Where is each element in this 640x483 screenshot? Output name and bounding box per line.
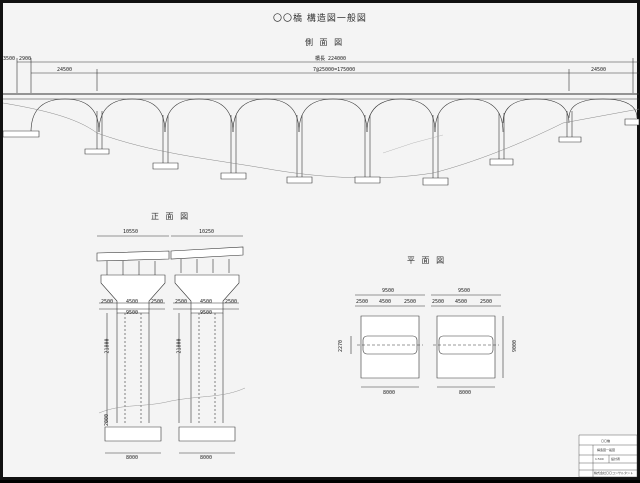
footing-2 [153, 163, 178, 169]
front-left-d3: 2500 [151, 299, 164, 305]
side-view-drawing [3, 3, 640, 203]
pier-3 [231, 115, 236, 173]
title-block-frame [3, 3, 640, 483]
front-left-d1: 2500 [101, 299, 114, 305]
front-right-mid: 9500 [200, 310, 213, 316]
front-footing-right [179, 427, 235, 441]
tb-company: 株式会社〇〇コンサルタント [594, 471, 634, 475]
front-left-base: 8000 [126, 455, 139, 461]
plan-right-d3: 2500 [480, 299, 493, 305]
footing-8 [559, 137, 581, 142]
front-footing-left [105, 427, 161, 441]
tb-designer: 設計者 [611, 457, 621, 461]
plan-view-label: 平 面 図 [407, 256, 447, 265]
dim-span-left: 24500 [57, 67, 73, 73]
front-right-d1: 2500 [175, 299, 188, 305]
tb-bridge-name: 〇〇橋 [601, 439, 611, 443]
abutment-left [3, 131, 39, 137]
pier-6 [433, 115, 438, 178]
footing-5 [355, 177, 380, 183]
footing-6 [423, 178, 448, 185]
abutment-right [625, 119, 639, 125]
dim-total-length: 橋長 224000 [315, 56, 347, 62]
front-right-base: 8000 [200, 455, 213, 461]
ground-profile [3, 103, 639, 178]
plan-right-base: 8000 [459, 390, 472, 396]
plan-right-d1: 2500 [432, 299, 445, 305]
plan-right-d2: 4500 [455, 299, 468, 305]
side-view-label: 側 面 図 [305, 38, 345, 47]
front-view-label: 正 面 図 [151, 212, 191, 221]
footing-3 [221, 173, 246, 179]
pier-1 [97, 111, 102, 149]
tb-drawing-name: 構造図一般図 [597, 448, 616, 452]
front-right-top-width: 10250 [199, 229, 215, 235]
plan-left-d1: 2500 [356, 299, 369, 305]
arch-1 [31, 99, 99, 132]
plan-view-drawing [3, 3, 640, 483]
arch-8 [503, 99, 569, 123]
dim-span-center: 7@25000=175000 [313, 67, 356, 73]
pier-8 [567, 111, 572, 137]
plan-left-d3: 2500 [404, 299, 417, 305]
footing-7 [490, 159, 513, 165]
front-left-mid: 9500 [126, 310, 139, 316]
front-left-d2: 4500 [126, 299, 139, 305]
pier-2 [163, 115, 168, 163]
arch-9 [569, 99, 637, 118]
pier-5 [365, 115, 370, 177]
front-right-d3: 2500 [225, 299, 238, 305]
dim-lead-a: 3500 [3, 56, 16, 62]
front-left-top-width: 10550 [123, 229, 139, 235]
plan-left-d2: 4500 [379, 299, 392, 305]
drawing-title: 〇〇橋 構造図一般図 [273, 14, 367, 24]
footing-1 [85, 149, 109, 154]
front-view-drawing [3, 3, 640, 483]
dim-span-right: 24500 [591, 67, 607, 73]
plan-left-base: 8000 [383, 390, 396, 396]
pier-4 [297, 115, 302, 177]
front-right-d2: 4500 [200, 299, 213, 305]
dim-lead-b: 2900 [19, 56, 32, 62]
title-block: 〇〇橋 構造図一般図 1:500 設計者 株式会社〇〇コンサルタント [579, 435, 637, 477]
plan-right-top: 9500 [458, 288, 471, 294]
plan-left-top: 9500 [382, 288, 395, 294]
footing-4 [287, 177, 312, 183]
tb-scale: 1:500 [595, 457, 604, 461]
